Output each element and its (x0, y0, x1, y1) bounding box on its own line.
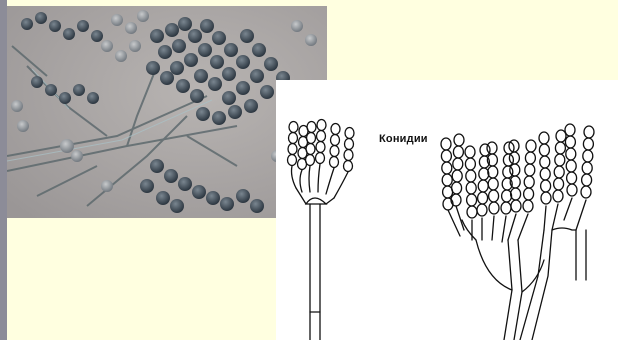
left-edge-bar (0, 0, 7, 340)
conidia-label: Конидии (379, 133, 428, 145)
conidiophore-drawing (276, 80, 618, 340)
